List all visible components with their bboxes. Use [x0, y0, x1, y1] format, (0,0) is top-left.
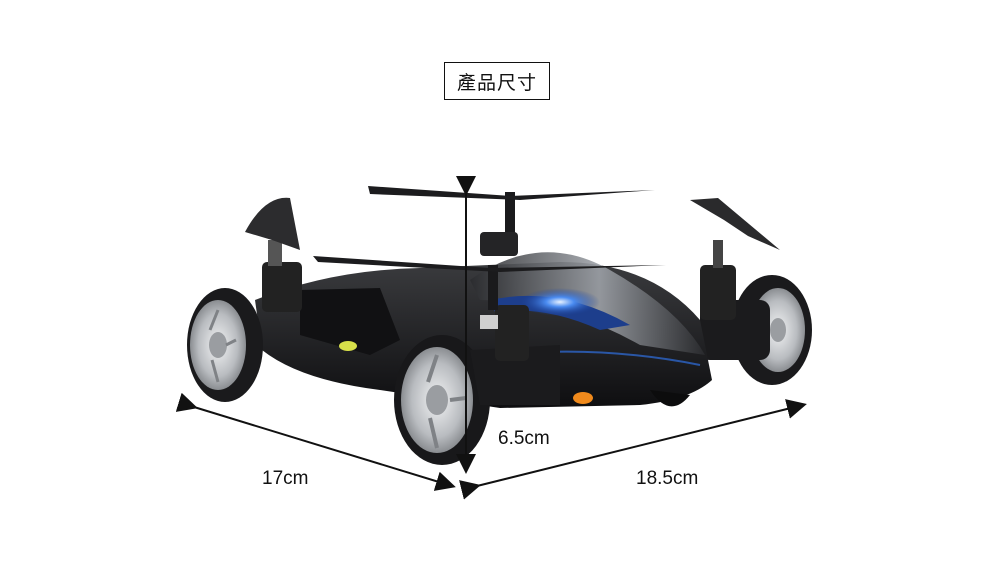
width-dimension-line — [175, 392, 456, 491]
rear-propeller — [368, 186, 655, 256]
product-dimensions-title: 產品尺寸 — [444, 62, 550, 100]
width-label: 17cm — [262, 468, 309, 489]
front-propeller — [313, 256, 666, 310]
rear-right-arm — [690, 198, 780, 360]
front-left-arm — [470, 305, 560, 405]
rear-left-wheel — [187, 288, 263, 402]
rear-left-arm — [245, 197, 302, 312]
length-dimension-line — [459, 399, 807, 500]
green-led — [339, 341, 357, 351]
height-label: 6.5cm — [498, 428, 550, 449]
orange-led — [573, 392, 593, 404]
vehicle-body — [255, 252, 712, 408]
length-label: 18.5cm — [636, 468, 699, 489]
